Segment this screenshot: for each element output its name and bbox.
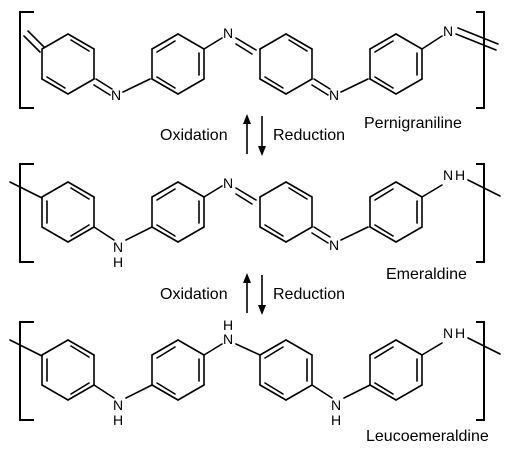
right-bracket [476,11,485,109]
nitrogen-label: N [331,397,341,413]
nitrogen-label: N [113,397,123,413]
benzenoid-ring-3 [259,339,313,401]
nitrogen-label: N [223,331,233,347]
benzenoid-ring-2 [151,181,205,243]
down-arrow-icon [258,305,266,315]
left-bracket [19,321,34,421]
right-bracket [476,321,485,421]
oxidation-label: Oxidation [160,286,228,303]
hydrogen-label: H [113,412,123,428]
benzenoid-ring-1 [41,339,95,401]
redox-transition-2: Oxidation Reduction [160,273,345,315]
up-arrow-icon [243,273,251,283]
leucoemeraldine-structure: N H N H [9,317,501,445]
reduction-label: Reduction [273,127,345,144]
nitrogen-label: N [329,87,339,103]
benzenoid-ring-4 [369,33,423,95]
hydrogen-label: H [331,412,341,428]
nitrogen-label: N [223,25,233,41]
hydrogen-label: H [455,167,465,183]
nitrogen-label: N [443,167,453,183]
redox-transition-1: Oxidation Reduction [160,114,345,156]
oxidation-label: Oxidation [160,127,228,144]
hydrogen-label: H [455,325,465,341]
right-bracket [476,163,485,263]
quinoid-ring-1 [41,33,95,95]
pernigraniline-label: Pernigraniline [364,115,462,132]
up-arrow-icon [243,114,251,124]
benzenoid-ring-4 [369,181,423,243]
nitrogen-label: N [443,23,453,39]
left-bracket [19,163,34,263]
emeraldine-label: Emeraldine [386,266,467,283]
benzenoid-ring-1 [41,181,95,243]
nitrogen-label: N [113,239,123,255]
benzenoid-ring-2 [151,339,205,401]
pernigraniline-structure: N N [19,11,499,132]
down-arrow-icon [258,146,266,156]
nitrogen-label: N [443,325,453,341]
benzenoid-ring-4 [369,339,423,401]
reduction-label: Reduction [273,286,345,303]
left-bracket [19,11,34,109]
quinoid-ring-3 [259,33,313,95]
hydrogen-label: H [113,254,123,270]
hydrogen-label: H [223,317,233,333]
nitrogen-label: N [111,87,121,103]
benzenoid-ring-2 [151,33,205,95]
nitrogen-label: N [223,175,233,191]
nitrogen-label: N [329,237,339,253]
emeraldine-structure: N H N [9,163,501,283]
leucoemeraldine-label: Leucoemeraldine [366,428,489,445]
quinoid-ring-3 [259,181,313,243]
